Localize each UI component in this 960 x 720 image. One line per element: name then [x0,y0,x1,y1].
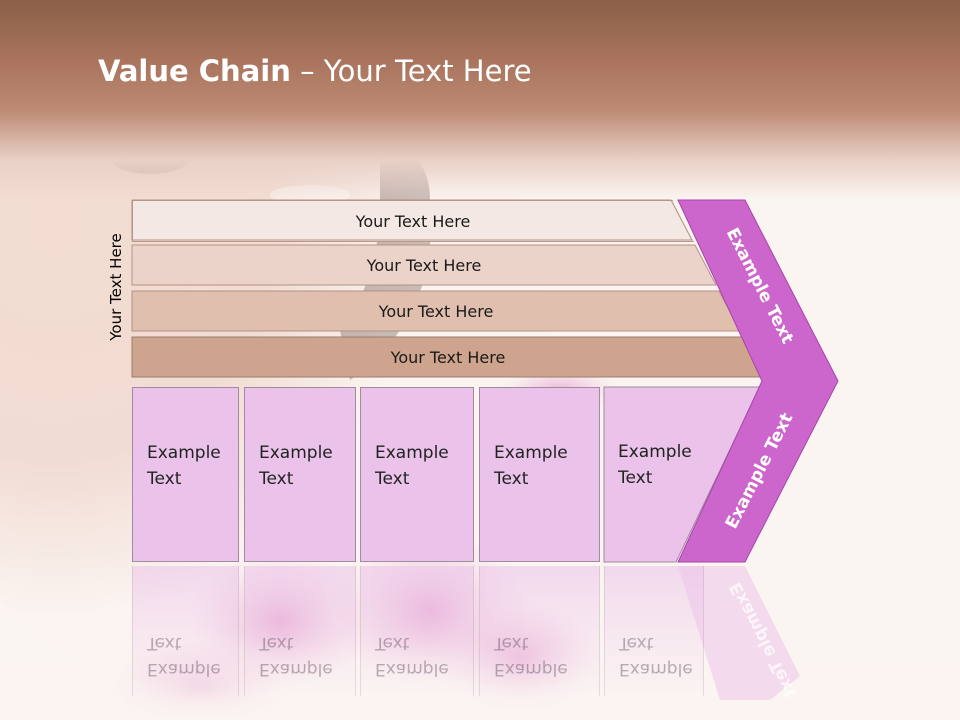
box-reflection-4-label: Example Text [494,633,568,679]
title-rest: – Your Text Here [290,54,532,88]
support-bar-4: Your Text Here [132,337,764,377]
primary-box-4-label: Example Text [494,443,568,489]
box-reflection-5: Example Text [604,566,704,696]
primary-box-2: Example Text [244,387,356,562]
box-reflection-2: Example Text [244,566,356,696]
box-reflection-2-label: Example Text [259,633,333,679]
support-bar-3: Your Text Here [132,291,740,331]
box-reflection-5-label: Example Text [619,633,693,679]
box-reflection-3: Example Text [360,566,474,696]
primary-box-3-label: Example Text [375,443,449,489]
header-band [0,0,960,200]
primary-box-5: Example Text [604,387,704,562]
primary-box-3: Example Text [360,387,474,562]
primary-box-1-label: Example Text [147,443,221,489]
slide-title: Value Chain – Your Text Here [98,54,532,88]
primary-box-1: Example Text [132,387,239,562]
box-reflection-1-label: Example Text [147,633,221,679]
support-bar-1: Your Text Here [132,200,694,242]
side-label: Your Text Here [107,233,125,341]
support-bar-3-label: Your Text Here [378,301,494,321]
primary-box-4: Example Text [479,387,600,562]
support-bar-2: Your Text Here [132,245,716,285]
title-bold: Value Chain [98,54,291,88]
support-bar-4-label: Your Text Here [390,347,506,367]
box-reflection-4: Example Text [479,566,600,696]
primary-box-2-label: Example Text [259,443,333,489]
primary-box-5-label: Example Text [618,442,692,488]
support-bar-1-label: Your Text Here [355,211,471,231]
box-reflection-3-label: Example Text [375,633,449,679]
support-bar-2-label: Your Text Here [366,255,482,275]
box-reflection-1: Example Text [132,566,239,696]
